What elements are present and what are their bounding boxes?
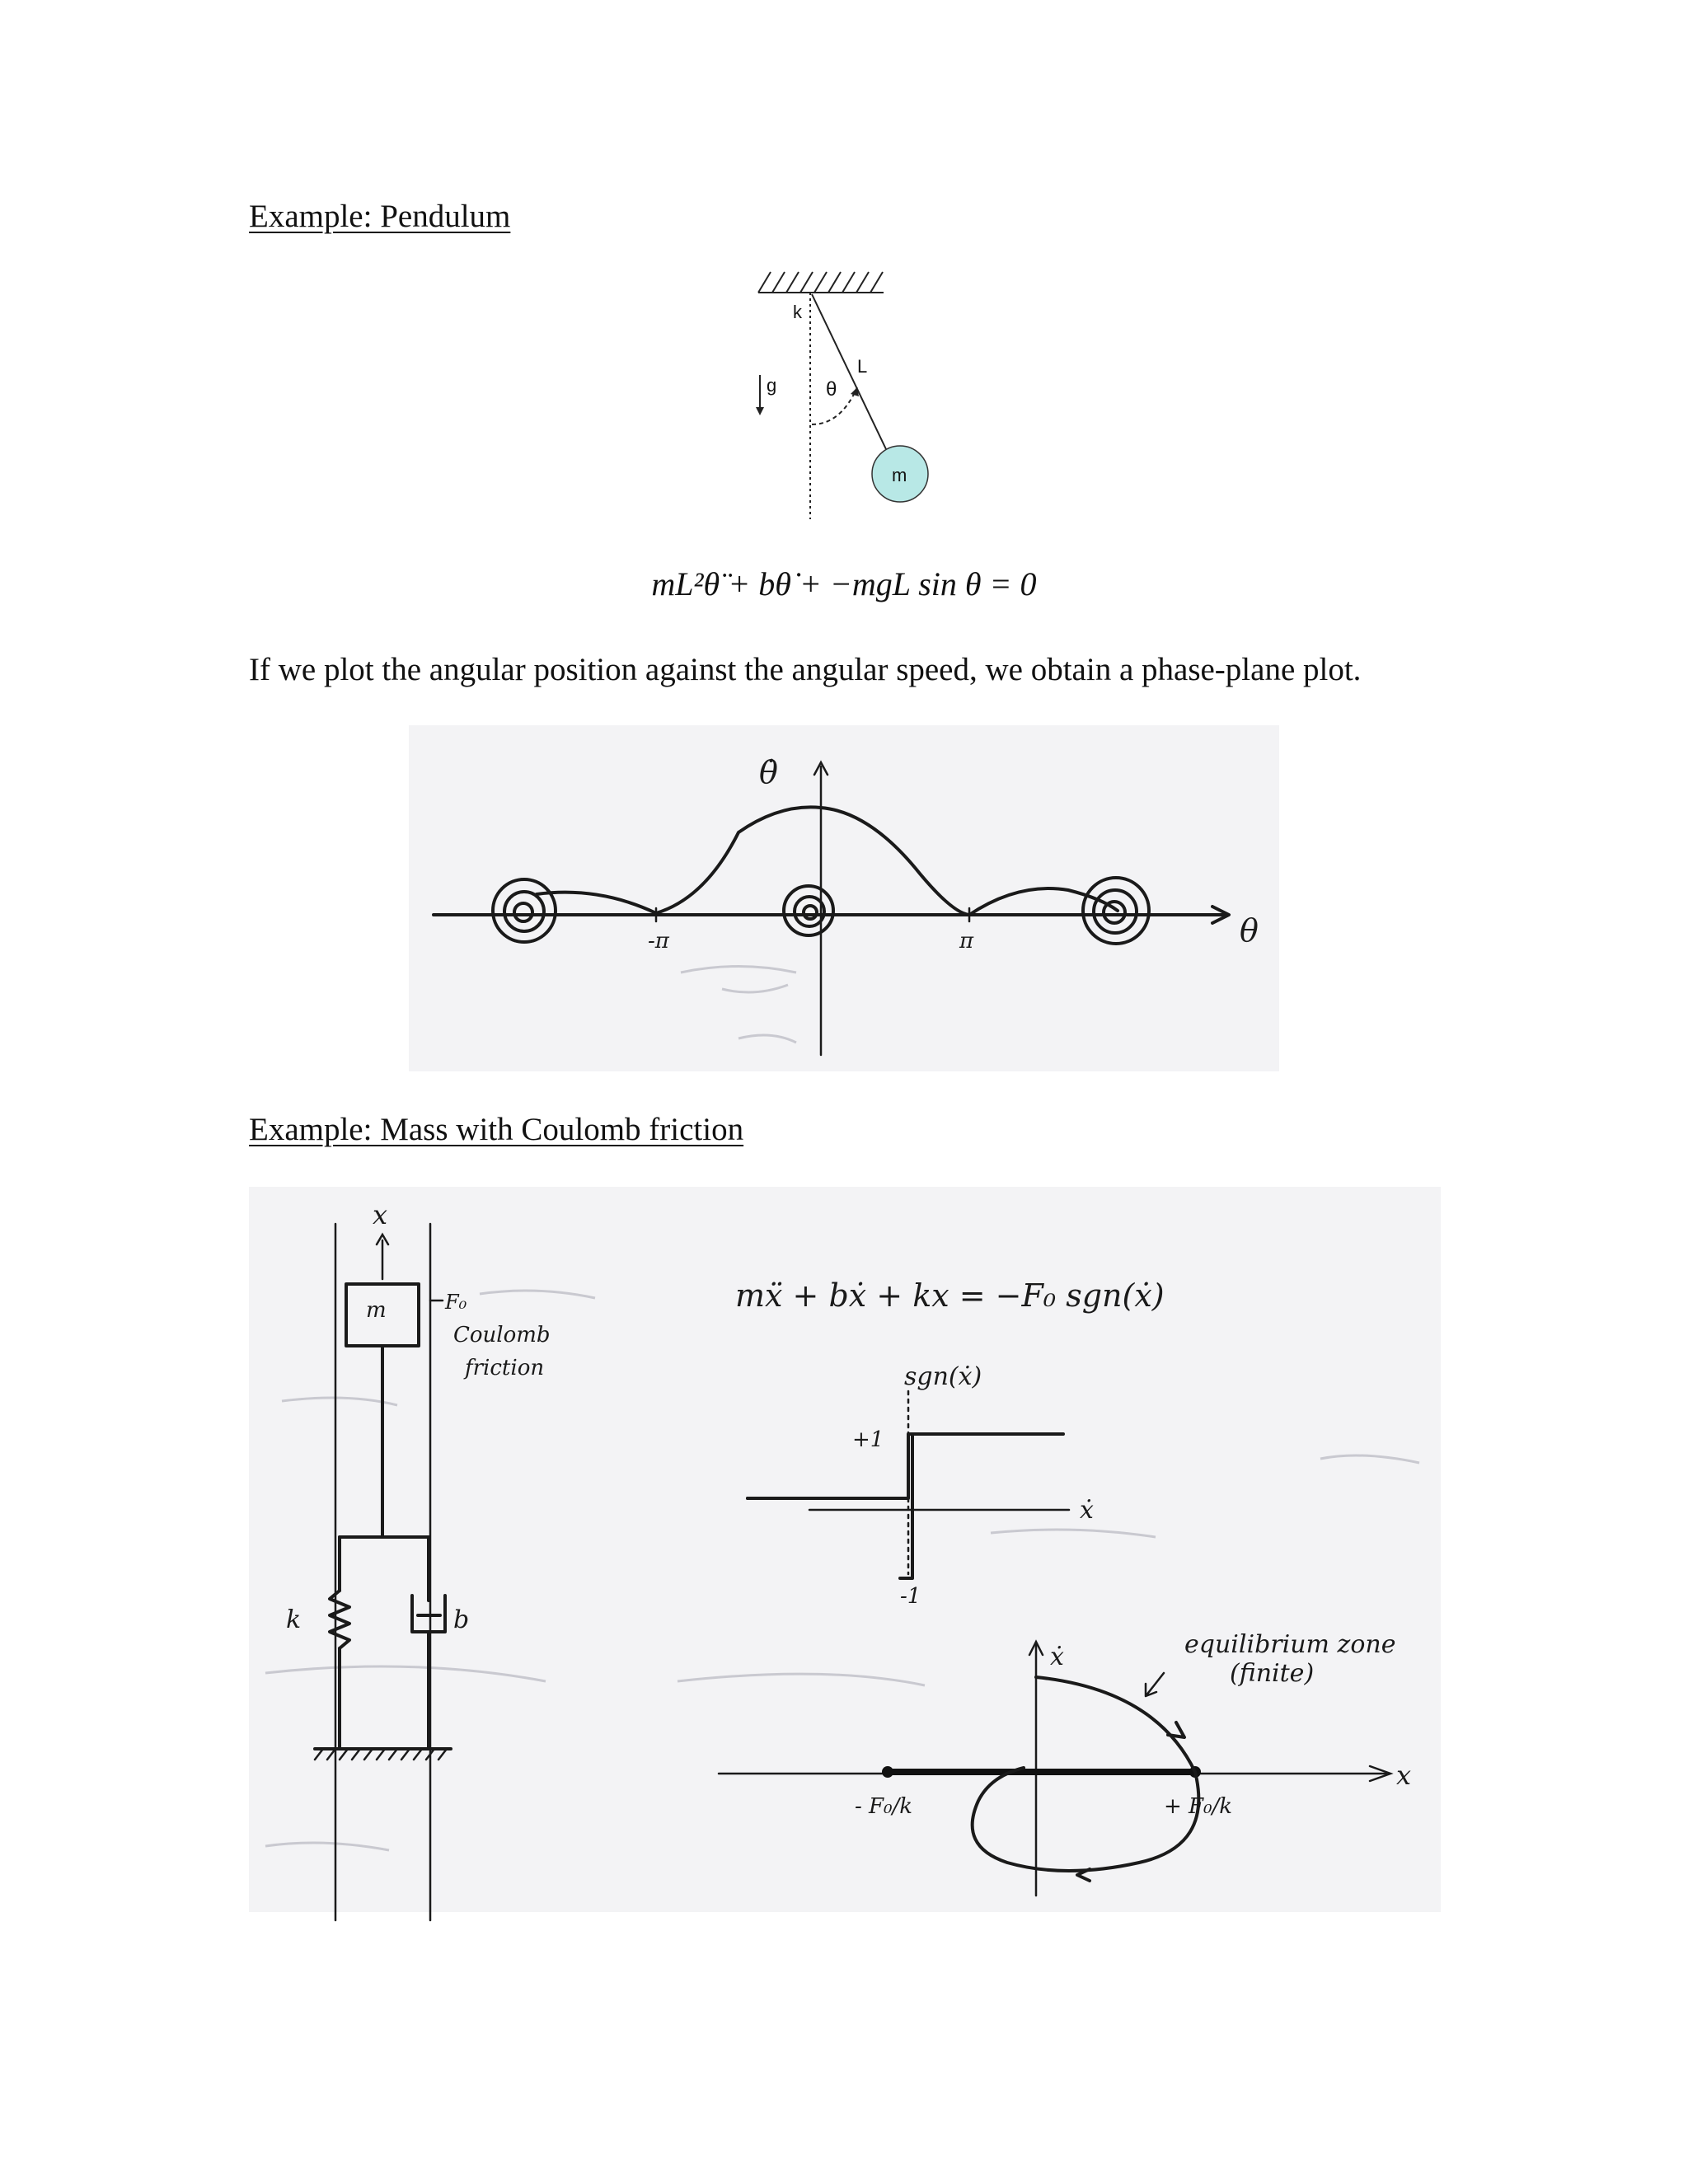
angle-label: θ [826,378,837,401]
tick-neg-pi: -π [648,929,670,954]
mass-label: m [892,465,907,485]
coulomb-equation: mẍ + bẋ + kx = −F₀ sgn(ẋ) [735,1277,1165,1314]
right-spiral [1081,876,1151,945]
pendulum-diagram: k g θ L m [756,271,929,519]
mass-block-label: m [366,1298,387,1323]
x-label: x [373,1199,387,1230]
sgn-curve [746,1432,1065,1500]
ceiling-hatch [757,271,884,293]
pendulum-rod [811,293,887,450]
spring-label: k [286,1605,301,1634]
sgn-title: sgn(ẋ) [904,1362,982,1391]
pendulum-equation: mL²θ̈ + bθ̇ + −mgL sin θ = 0 [651,565,1037,602]
tick-pi: π [959,929,974,954]
friction-label-friction: friction [463,1356,544,1380]
left-point-label: - F₀/k [855,1794,912,1819]
phase-y-label: ẋ [1050,1643,1064,1671]
phase-plane-paragraph: If we plot the angular position against … [249,652,1362,687]
sgn-minus-label: -1 [900,1584,921,1609]
pendulum-phase-plot: θ̇ θ -π π [409,725,1279,1071]
theta-label: θ [1240,912,1259,949]
pendulum-mass [871,445,929,503]
gravity-label: g [767,375,776,396]
length-label: L [857,356,867,377]
phase-x-label: x [1396,1760,1411,1791]
left-spiral [491,878,557,944]
pivot-label: k [793,302,803,322]
sgn-plus-label: +1 [852,1427,884,1452]
damper-label: b [453,1605,469,1634]
zone-label-line1: equilibrium zone [1184,1630,1395,1659]
phase-trajectory [970,1675,1201,1872]
sgn-axis-label: ẋ [1080,1496,1094,1525]
coulomb-heading: Example: Mass with Coulomb friction [249,1112,744,1147]
right-point-label: + F₀/k [1164,1794,1232,1819]
center-spiral [782,884,835,937]
spring [328,1589,351,1650]
pendulum-heading: Example: Pendulum [249,199,511,234]
friction-label-f0: F₀ [444,1291,467,1314]
coulomb-friction-sketch: m x F₀ Coulomb friction k b mẍ + bẋ + kx… [249,1187,1441,1922]
friction-label-coulomb: Coulomb [453,1323,551,1347]
theta-dot-label: θ̇ [759,754,778,790]
zone-label-line2: (finite) [1230,1659,1314,1688]
separatrix-curve [535,805,1119,916]
